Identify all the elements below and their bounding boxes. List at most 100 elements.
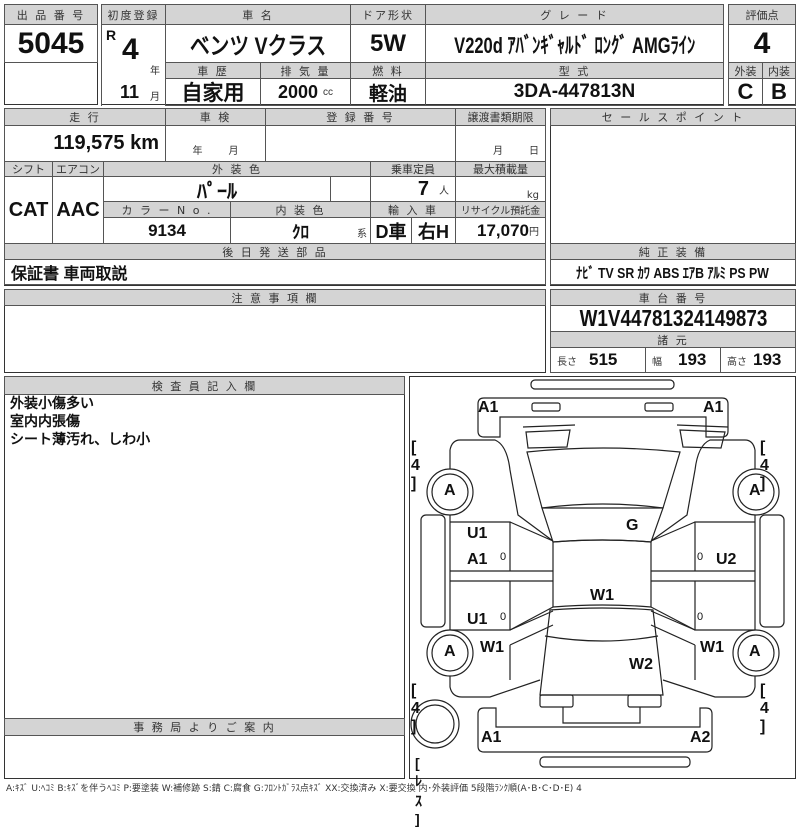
vehicle-info-box: 初度登録 R 4 年 11 月 車 名 ベンツ Vクラス ドア形状 5W グ レ… <box>101 4 724 106</box>
wheel-mark-fl: A <box>444 482 456 499</box>
notes-label: 注 意 事 項 欄 <box>4 289 546 306</box>
front-bumper-bar <box>530 379 675 390</box>
rear-section <box>539 607 664 696</box>
inspection-label: 車 検 <box>165 108 266 126</box>
length: 長さ 515 <box>550 347 646 373</box>
mark-rear-right: A2 <box>690 729 711 746</box>
mark-left-rear-fender: W1 <box>480 639 504 656</box>
chassis-text: W1V44781324149873 <box>579 305 767 331</box>
tire-depth-rr: [ 4 ] <box>760 682 769 735</box>
month-unit: 月 <box>150 92 160 103</box>
right-body <box>650 439 756 698</box>
left-step <box>420 514 446 628</box>
year-unit: 年 <box>150 66 160 77</box>
reg-year: 4 <box>122 33 139 66</box>
height-value: 193 <box>753 350 782 369</box>
transfer-day-unit: 日 <box>529 146 539 157</box>
zero-mark: 0 <box>500 551 507 563</box>
left-doors <box>450 521 554 631</box>
legend-footer: A:ｷｽﾞ U:ﾍｺﾐ B:ｷｽﾞを伴うﾍｺﾐ P:要塗装 W:補修跡 S:錆 … <box>6 784 582 794</box>
door-type: 5W <box>350 24 426 63</box>
mark-rear: W2 <box>629 656 653 673</box>
mark-front-left: A1 <box>478 399 499 416</box>
width-value: 193 <box>678 350 707 369</box>
spare-tire-inner <box>415 704 455 744</box>
height-label: 高さ <box>727 356 747 368</box>
recycle-value: 17,070 <box>477 220 529 240</box>
wheel-mark-rl: A <box>444 643 456 660</box>
width-label: 幅 <box>652 356 662 368</box>
mark-right-front-door: U2 <box>716 551 737 568</box>
chassis-number: W1V44781324149873 <box>550 305 796 332</box>
details-box: 走 行 119,575 km 車 検 年月 登 録 番 号 譲渡書類期限 月日 … <box>4 108 546 286</box>
int-grade-label: 内装 <box>762 62 796 79</box>
inspection-year-unit: 年 <box>192 146 203 157</box>
length-label: 長さ <box>557 356 577 368</box>
reg-no-label: 登 録 番 号 <box>265 108 456 126</box>
equipment-text: ﾅﾋﾞ TV SR ｶﾜ ABS ｴｱB ｱﾙﾐ PS PW <box>576 264 770 282</box>
mark-left-front-fender: U1 <box>467 525 488 542</box>
equipment-label: 純 正 装 備 <box>550 243 796 260</box>
zero-mark: 0 <box>697 611 704 623</box>
car-name-text: ベンツ Vクラス <box>189 33 327 60</box>
front-bumper <box>477 397 729 438</box>
chassis-label: 車 台 番 号 <box>550 289 796 306</box>
mileage-label: 走 行 <box>4 108 166 126</box>
displacement-value: 2000 <box>277 81 319 102</box>
reg-month: 11 <box>120 82 140 102</box>
wheels <box>426 468 780 677</box>
left-body <box>449 439 554 698</box>
int-grade: B <box>762 78 796 106</box>
car-damage-diagram <box>410 379 785 768</box>
equipment: ﾅﾋﾞ TV SR ｶﾜ ABS ｴｱB ｱﾙﾐ PS PW <box>550 259 796 285</box>
rear-bumper <box>477 707 713 753</box>
damage-diagram-box <box>409 376 796 779</box>
ext-color-label: 外 装 色 <box>103 161 371 177</box>
windshield <box>526 447 681 509</box>
right-doors <box>650 521 755 631</box>
yen-unit: 円 <box>529 227 539 238</box>
tire-depth-rl: [ 4 ] <box>411 682 420 735</box>
mark-left-front-door: A1 <box>467 551 488 568</box>
int-color-suffix: 系 <box>357 229 367 240</box>
tire-depth-fr: [ 4 ] <box>760 439 769 492</box>
mark-left-rear-door: U1 <box>467 611 488 628</box>
rear-bumper-bar <box>539 756 691 768</box>
color-no-label: カ ラ ー N o . <box>103 201 231 218</box>
mark-rear-left: A1 <box>481 729 502 746</box>
notes-box: 注 意 事 項 欄 <box>4 289 546 373</box>
lot-label: 出 品 番 号 <box>4 4 98 25</box>
mark-right-rear-fender: W1 <box>700 639 724 656</box>
mark-front-right: A1 <box>703 399 724 416</box>
wheel-mark-rr: A <box>749 643 761 660</box>
mark-roof: W1 <box>590 587 614 604</box>
zero-mark: 0 <box>500 611 507 623</box>
comment-line: シート薄汚れ、しわ小 <box>10 432 151 448</box>
comment-line: 室内内張傷 <box>10 414 80 430</box>
tire-depth-fl: [ 4 ] <box>411 439 420 492</box>
displacement-label: 排 気 量 <box>260 62 351 79</box>
first-reg-cell: R 4 年 11 月 <box>101 24 166 106</box>
height: 高さ 193 <box>720 347 796 373</box>
model-code: 3DA-447813N <box>425 78 724 106</box>
score-box: 評価点 4 外装 内装 C B <box>728 4 796 106</box>
sales-box: セ ー ル ス ポ イ ン ト 純 正 装 備 ﾅﾋﾞ TV SR ｶﾜ ABS… <box>550 108 796 286</box>
lot-number: 5045 <box>4 24 98 63</box>
capacity-value: 7 <box>417 177 429 200</box>
wheel-mark-fr: A <box>749 482 761 499</box>
office-label: 事 務 局 よ り ご 案 内 <box>4 718 405 736</box>
length-value: 515 <box>589 350 618 369</box>
later-parts: 保証書 車両取説 <box>4 259 546 285</box>
comment-line: 外装小傷多い <box>10 396 94 412</box>
capacity-unit: 人 <box>439 185 449 197</box>
transfer-month-unit: 月 <box>493 146 503 157</box>
ext-grade-label: 外装 <box>728 62 763 79</box>
sales-point-label: セ ー ル ス ポ イ ン ト <box>550 108 796 126</box>
int-color-value: ｸﾛ <box>292 223 309 242</box>
inspector-label: 検 査 員 記 入 欄 <box>4 376 405 395</box>
spare-tire-outer <box>410 699 460 749</box>
mark-glass: G <box>626 517 639 534</box>
capacity-label: 乗車定員 <box>370 161 456 177</box>
headlights <box>522 424 729 449</box>
